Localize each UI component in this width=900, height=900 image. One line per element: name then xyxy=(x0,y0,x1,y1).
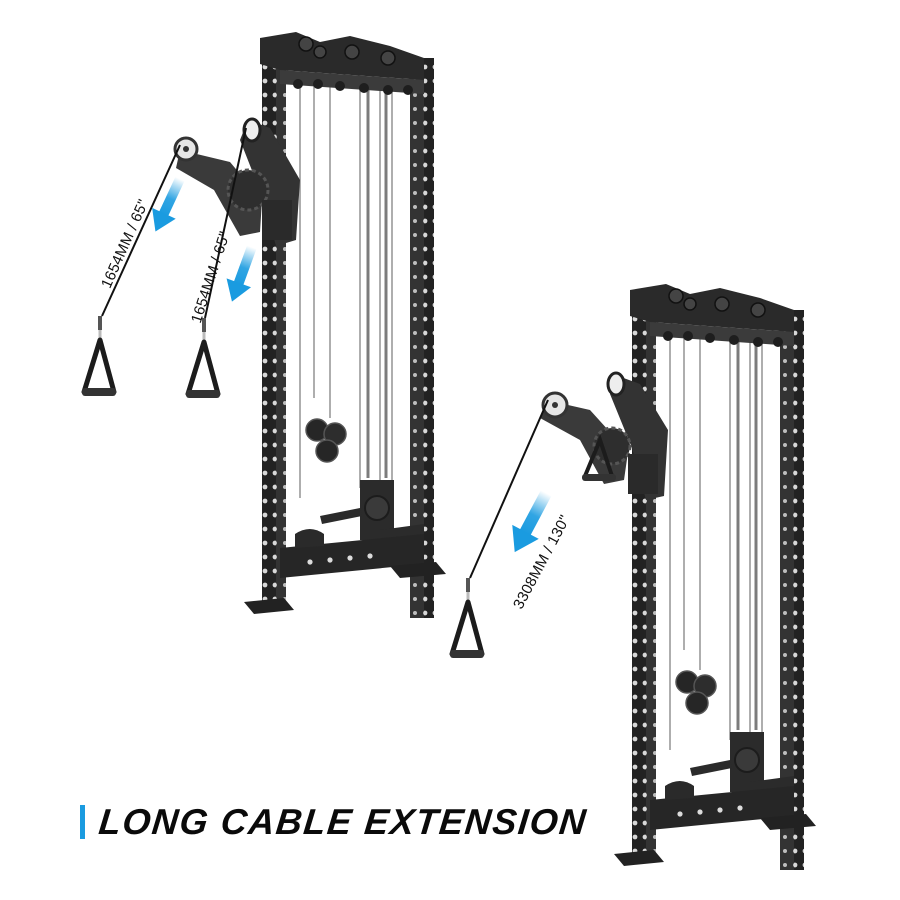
machine-single-cable xyxy=(450,282,818,872)
title-text: LONG CABLE EXTENSION xyxy=(96,801,590,842)
handle-2 xyxy=(186,318,220,398)
swing-arm xyxy=(173,117,300,246)
arrow-down-icon xyxy=(152,176,185,232)
accent-bar xyxy=(80,805,85,839)
handle-1 xyxy=(82,316,116,396)
handle-3 xyxy=(450,578,484,658)
swing-arm xyxy=(540,371,668,500)
machine-dual-cable xyxy=(82,30,448,620)
arrow-down-icon xyxy=(512,490,552,553)
feature-title: LONG CABLE EXTENSION xyxy=(80,801,590,842)
arrow-down-icon xyxy=(226,245,257,302)
